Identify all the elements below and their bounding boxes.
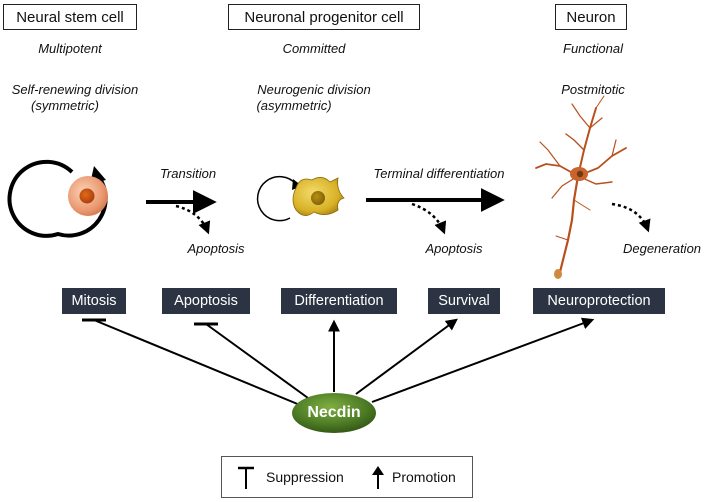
neuronal-progenitor-cell-icon: [292, 177, 345, 216]
suppression-symbol-icon: [238, 466, 254, 489]
apoptosis-arrow-1: [175, 204, 211, 235]
progenitor-division-line2: (asymmetric): [256, 98, 332, 113]
function-box-mitosis: Mitosis: [62, 288, 126, 314]
stage-title-neuron: Neuron: [555, 4, 627, 30]
function-box-differentiation: Differentiation: [281, 288, 397, 314]
apoptosis-label-2: Apoptosis: [425, 241, 483, 256]
suppression-line-mitosis: [93, 319, 301, 406]
neural-stem-cell-icon: [68, 176, 108, 216]
stem-division-line1: Self-renewing division: [11, 82, 139, 97]
function-box-survival: Survival: [428, 288, 500, 314]
progenitor-potency: Committed: [282, 41, 346, 56]
legend-promotion-label: Promotion: [392, 469, 456, 485]
apoptosis-label-1: Apoptosis: [187, 241, 245, 256]
degeneration-arrow: [611, 202, 651, 233]
terminal-differentiation-label: Terminal differentiation: [373, 166, 505, 181]
promotion-arrow-survival: [355, 318, 458, 395]
stage-title-neural-stem-cell: Neural stem cell: [3, 4, 137, 30]
necdin-ellipse: [292, 393, 376, 433]
function-box-neuroprotection: Neuroprotection: [533, 288, 665, 314]
legend: Suppression Promotion: [221, 456, 473, 498]
stem-potency: Multipotent: [38, 41, 102, 56]
suppression-line-apoptosis: [205, 323, 309, 399]
stage-title-neuronal-progenitor-cell: Neuronal progenitor cell: [228, 4, 420, 30]
progenitor-division-line1: Neurogenic division: [257, 82, 371, 97]
neuron-potency: Functional: [563, 41, 623, 56]
stem-division-line2: (symmetric): [31, 98, 99, 113]
transition-label: Transition: [159, 166, 217, 181]
neuron-icon: [535, 95, 627, 274]
degeneration-label: Degeneration: [622, 241, 702, 256]
promotion-arrow-neuroprotection: [371, 317, 595, 403]
function-box-apoptosis: Apoptosis: [162, 288, 250, 314]
neuron-state: Postmitotic: [561, 82, 625, 97]
legend-suppression-label: Suppression: [266, 469, 344, 485]
necdin-label: Necdin: [307, 404, 361, 421]
promotion-symbol-icon: [372, 466, 384, 489]
neuron-soma: [554, 167, 588, 279]
apoptosis-arrow-2: [411, 202, 447, 235]
progenitor-division-loop: [256, 175, 302, 222]
